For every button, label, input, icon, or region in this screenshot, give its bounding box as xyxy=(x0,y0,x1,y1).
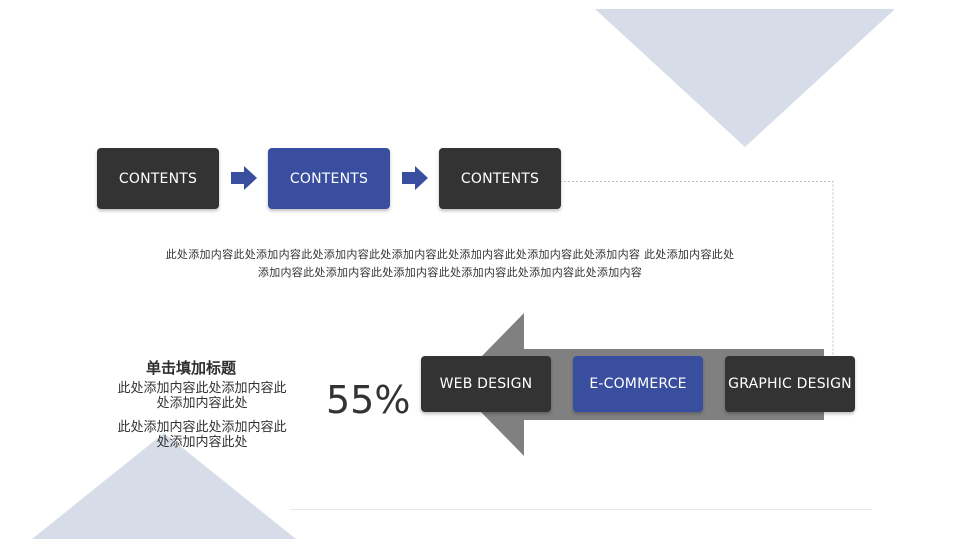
side-text-2-line-1: 此处添加内容此处添加内容此 xyxy=(117,420,287,435)
category-web-design-label: WEB DESIGN xyxy=(439,376,533,392)
side-text-2-line-2: 处添加内容此处 xyxy=(156,435,248,450)
side-title: 单击填加标题 xyxy=(145,359,236,377)
category-e-commerce-label: E-COMMERCE xyxy=(589,376,687,392)
flow-box-2[interactable]: CONTENTS xyxy=(268,148,390,209)
top-right-triangle xyxy=(595,9,895,147)
category-web-design[interactable]: WEB DESIGN xyxy=(421,356,551,412)
percent-stat: 55% xyxy=(326,378,411,422)
category-graphic-design[interactable]: GRAPHIC DESIGN xyxy=(725,356,855,412)
category-graphic-design-label: GRAPHIC DESIGN xyxy=(728,376,852,392)
description-line-2: 添加内容此处添加内容此处添加内容此处添加内容此处添加内容此处添加内容 xyxy=(257,266,643,279)
arrow-right-icon xyxy=(231,166,257,190)
side-text-1-line-1: 此处添加内容此处添加内容此 xyxy=(117,381,287,396)
side-text-1-line-2: 处添加内容此处 xyxy=(156,396,248,411)
flow-box-3[interactable]: CONTENTS xyxy=(439,148,561,209)
flow-box-1-label: CONTENTS xyxy=(118,170,198,187)
bottom-left-triangle xyxy=(32,433,296,539)
flow-box-3-label: CONTENTS xyxy=(460,170,540,187)
category-e-commerce[interactable]: E-COMMERCE xyxy=(573,356,703,412)
flow-box-2-label: CONTENTS xyxy=(289,170,369,187)
bottom-divider xyxy=(290,509,872,510)
description-line-1: 此处添加内容此处添加内容此处添加内容此处添加内容此处添加内容此处添加内容此处添加… xyxy=(165,248,735,261)
flow-box-1[interactable]: CONTENTS xyxy=(97,148,219,209)
arrow-right-icon xyxy=(402,166,428,190)
dotted-connector xyxy=(560,181,834,358)
